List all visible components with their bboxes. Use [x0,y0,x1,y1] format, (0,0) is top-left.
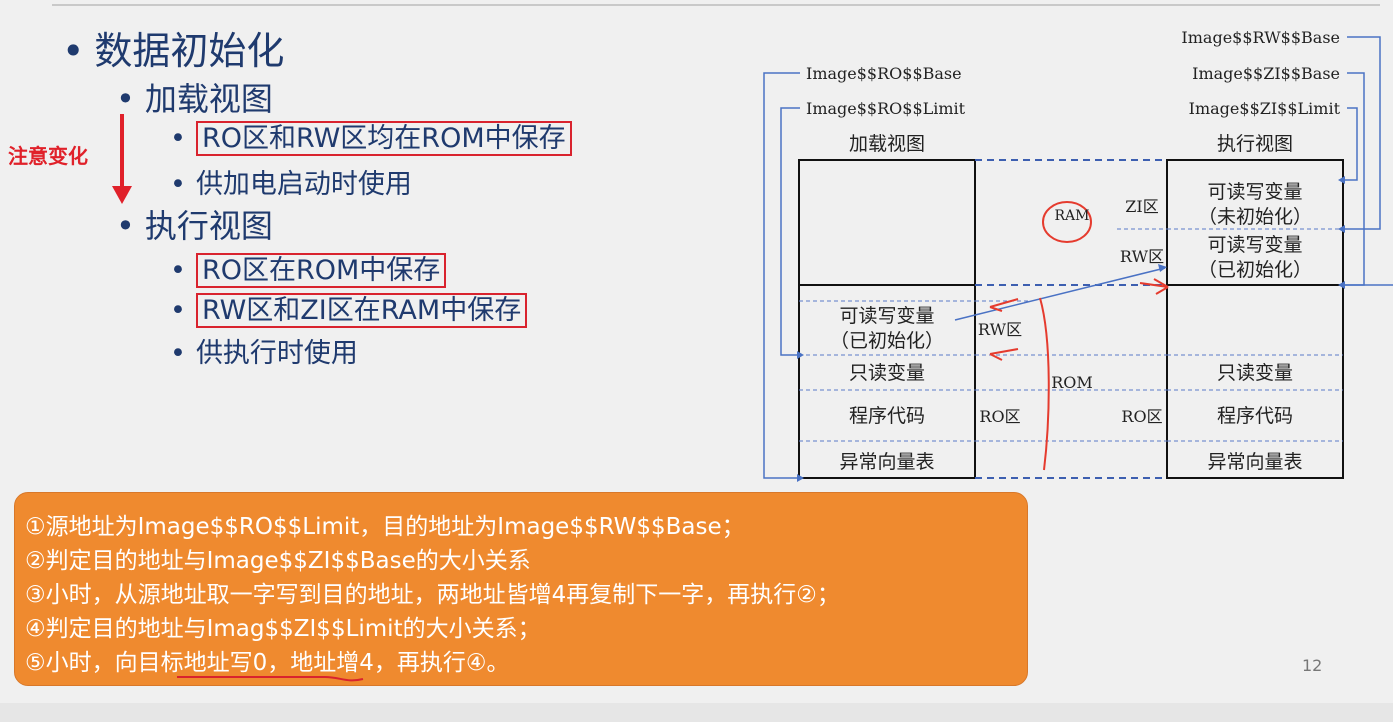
exec-cell-ro-var: 只读变量 [1217,362,1293,384]
step-5: ⑤小时，向目标地址写0，地址增4，再执行④。 [25,650,510,676]
step-1: ①源地址为Image$$RO$$Limit，目的地址为Image$$RW$$Ba… [25,514,745,540]
bullet-load-item-1: •RO区和RW区均在ROM中保存 [170,116,572,156]
label-zi-base: Image$$ZI$$Base [1192,64,1340,83]
load-cell-code: 程序代码 [849,405,925,427]
exec-cell-zi-var: 可读写变量 [1207,181,1302,203]
exec-cell-rw-init: （已初始化） [1198,259,1312,281]
slide: •数据初始化 •加载视图 •RO区和RW区均在ROM中保存 •供加电启动时使用 … [8,4,1393,686]
exec-view-title: 执行视图 [1217,133,1293,155]
label-rom: ROM [1051,373,1093,392]
bottom-strip [0,703,1393,722]
label-ro-region-load: RO区 [979,407,1020,426]
highlight-box: RW区和ZI区在RAM中保存 [195,293,528,328]
exec-cell-code: 程序代码 [1217,405,1293,427]
load-cell-vector: 异常向量表 [839,451,934,473]
memory-map-diagram: Image$$RO$$Base Image$$RO$$Limit Image$$… [763,28,1393,482]
load-cell-rw-var: 可读写变量 [839,305,934,327]
pointer-arrowheads [797,176,1345,482]
bullet-exec-item-2: •RW区和ZI区在RAM中保存 [170,288,528,328]
step-3: ③小时，从源地址取一字写到目的地址，两地址皆增4再复制下一字，再执行②； [25,582,840,608]
region-boundary-lines [975,159,1167,479]
page-number: 12 [1302,656,1323,675]
step-4: ④判定目的地址与Imag$$ZI$$Limit的大小关系； [25,616,541,642]
load-cell-rw-init: （已初始化） [830,330,944,352]
label-ro-limit: Image$$RO$$Limit [806,99,966,118]
address-pointer-lines [763,36,1393,479]
change-note: 注意变化 [8,144,88,168]
down-arrow-icon [112,114,132,204]
label-zi-limit: Image$$ZI$$Limit [1189,99,1341,118]
steps-box: ①源地址为Image$$RO$$Limit，目的地址为Image$$RW$$Ba… [14,492,1028,686]
label-rw-region-exec: RW区 [1120,247,1164,266]
exec-cell-vector: 异常向量表 [1207,451,1302,473]
label-zi-region: ZI区 [1125,197,1158,216]
highlight-box: RO区在ROM中保存 [195,253,447,288]
exec-cell-rw-var: 可读写变量 [1207,234,1302,256]
highlight-box: RO区和RW区均在ROM中保存 [195,121,572,156]
exec-cell-zi-uninit: （未初始化） [1198,206,1312,228]
load-view-title: 加载视图 [849,133,925,155]
label-rw-base: Image$$RW$$Base [1181,28,1340,47]
bullet-load-item-2: •供加电启动时使用 [170,169,412,200]
label-ram: RAM [1055,208,1090,224]
exec-view-box [1166,159,1344,479]
load-cell-ro-var: 只读变量 [849,362,925,384]
bullet-load-view: •加载视图 [116,80,273,118]
load-view-box [798,159,976,479]
label-rw-region-load: RW区 [978,320,1022,339]
bullet-exec-item-3: •供执行时使用 [170,338,358,369]
bullet-exec-view: •执行视图 [116,207,273,245]
slide-title: •数据初始化 [62,29,285,73]
red-handwritten-marks [989,201,1169,471]
red-underline-mark [177,676,364,682]
bullet-exec-item-1: •RO区在ROM中保存 [170,248,447,288]
label-ro-base: Image$$RO$$Base [806,64,962,83]
step-2: ②判定目的地址与Image$$ZI$$Base的大小关系 [25,548,531,574]
label-ro-region-exec: RO区 [1121,407,1162,426]
top-rule [52,4,1380,6]
